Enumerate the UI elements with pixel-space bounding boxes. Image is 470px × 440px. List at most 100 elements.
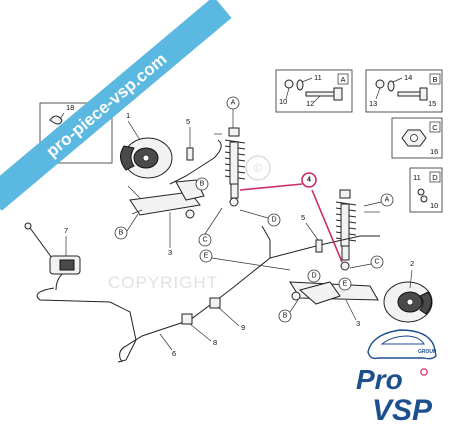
pipe-clips: 8 9 6 <box>159 297 245 358</box>
callout-circle-b-right <box>278 309 292 323</box>
right-arm-bracket <box>298 281 341 305</box>
inset-letter-box-b <box>429 73 441 85</box>
master-cylinder-reservoir <box>59 259 75 271</box>
callout-circle-d-left <box>267 213 281 227</box>
callout-d-left: D <box>271 217 276 224</box>
inset-letter-box-c <box>429 121 441 133</box>
callout-d-right: D <box>311 273 316 280</box>
callout-circle-d-right <box>307 269 321 283</box>
inset-a-number-11: 11 <box>314 73 322 82</box>
bolt-shank-part-15 <box>397 91 421 97</box>
logo-group-text: GROUP <box>418 349 437 355</box>
sensor-wire <box>29 227 53 259</box>
part-number-9: 9 <box>241 323 245 332</box>
callout-circle-e-left <box>199 249 213 263</box>
nut-part-13 <box>375 79 385 89</box>
right-shock-eye <box>340 261 350 271</box>
pipe-clip-part-8 <box>181 313 193 325</box>
highlight-pointer-part-4: 4 <box>239 172 343 263</box>
part-number-7: 7 <box>64 226 68 235</box>
copyright-watermark: © COPYRIGHT <box>108 155 271 292</box>
logo-car-outline <box>367 329 437 360</box>
right-shock-rod <box>341 245 350 261</box>
part-number-1: 1 <box>126 111 130 120</box>
inset-b-number-15: 15 <box>428 99 436 108</box>
part-number-5-left: 5 <box>186 117 190 126</box>
nut-part-10 <box>284 79 294 89</box>
inset-c-number-16: 16 <box>430 147 438 156</box>
left-brake-assembly: 1 <box>120 111 173 179</box>
inset-d-number-10: 10 <box>430 201 438 210</box>
inset-a-number-10: 10 <box>279 97 287 106</box>
right-arm-bushing <box>291 291 301 301</box>
copyright-circle-upper <box>245 155 271 181</box>
right-brake-pipe <box>269 235 380 259</box>
pointer-line-left-shock <box>239 183 303 191</box>
left-caliper <box>120 145 135 171</box>
logo-car-window <box>380 335 425 345</box>
copyright-symbol-upper: © <box>254 161 263 175</box>
callout-circle-a-right <box>380 193 394 207</box>
logo-word-vsp: VSP <box>372 394 433 427</box>
letter-callouts: A A B B B C C D D E E <box>114 96 394 323</box>
part-number-3-left: 3 <box>168 248 172 257</box>
provsp-logo: GROUP Pro VSP <box>356 329 437 427</box>
logo-accent-dot <box>420 368 428 376</box>
right-lower-arm: 3 <box>289 281 379 328</box>
pointer-line-right-shock <box>311 189 343 263</box>
left-shock-absorber <box>224 127 246 207</box>
nut-part-10-d <box>420 195 428 203</box>
callout-b-right: B <box>283 313 288 320</box>
copyright-text: COPYRIGHT <box>108 273 218 292</box>
bolt-head-part-12 <box>333 87 343 101</box>
inset-letter-b: B <box>432 75 437 84</box>
right-brake-assembly: 2 <box>383 259 433 323</box>
inset-box-b: B 14 13 15 <box>365 69 443 113</box>
inset-letter-box-d <box>429 171 441 183</box>
left-arm-body <box>129 191 201 216</box>
left-shock-rod <box>230 183 239 199</box>
callout-a-right: A <box>385 197 390 204</box>
callout-circle-b-upper <box>195 177 209 191</box>
washer-part-14 <box>387 80 395 92</box>
sensor-connector <box>24 222 32 230</box>
callout-b-left: B <box>119 230 124 237</box>
callout-circle-c-right <box>370 255 384 269</box>
callout-circle-part-4 <box>301 172 317 188</box>
callout-c-right: C <box>374 259 379 266</box>
bolt-head-part-15 <box>419 87 428 101</box>
callout-circle-b-left <box>114 226 128 240</box>
inset-b-number-14: 14 <box>404 73 412 82</box>
inset-letter-c: C <box>432 123 438 132</box>
right-shock-absorber <box>335 189 357 271</box>
inset-a-number-12: 12 <box>306 99 314 108</box>
inset-box-d: D 11 10 <box>409 167 443 213</box>
left-brake-hose <box>169 139 222 185</box>
brake-lines <box>24 139 380 363</box>
right-shock-top-mount <box>339 189 351 199</box>
master-cylinder: 7 <box>49 226 81 275</box>
pipe-from-master-cylinder <box>36 287 137 363</box>
inset-letter-box-a <box>337 73 349 85</box>
left-shock-top-mount <box>228 127 240 137</box>
part-number-8: 8 <box>213 338 217 347</box>
inset-box-a: A 11 10 12 <box>275 69 353 113</box>
main-brake-pipe <box>119 225 271 363</box>
website-banner: pro-piece-vsp.com <box>0 0 232 211</box>
inset-d-number-11: 11 <box>413 173 421 182</box>
fasteners: 5 5 <box>186 117 380 253</box>
left-arm-bushing <box>185 209 195 219</box>
washer-part-11 <box>296 79 304 91</box>
part-number-5-right: 5 <box>301 213 305 222</box>
left-lower-arm: 3 <box>127 179 205 257</box>
right-caliper <box>419 291 432 315</box>
inset-letter-d: D <box>432 173 438 182</box>
inset-b-number-13: 13 <box>369 99 377 108</box>
part-number-3-right: 3 <box>356 319 360 328</box>
callout-a-upper: A <box>231 100 236 107</box>
left-shock-body <box>229 141 239 185</box>
website-banner-stripe <box>0 0 232 211</box>
inset-box-c: C 16 <box>391 117 443 159</box>
inset-e-number-18: 18 <box>66 103 74 112</box>
part-number-4: 4 <box>307 177 311 184</box>
